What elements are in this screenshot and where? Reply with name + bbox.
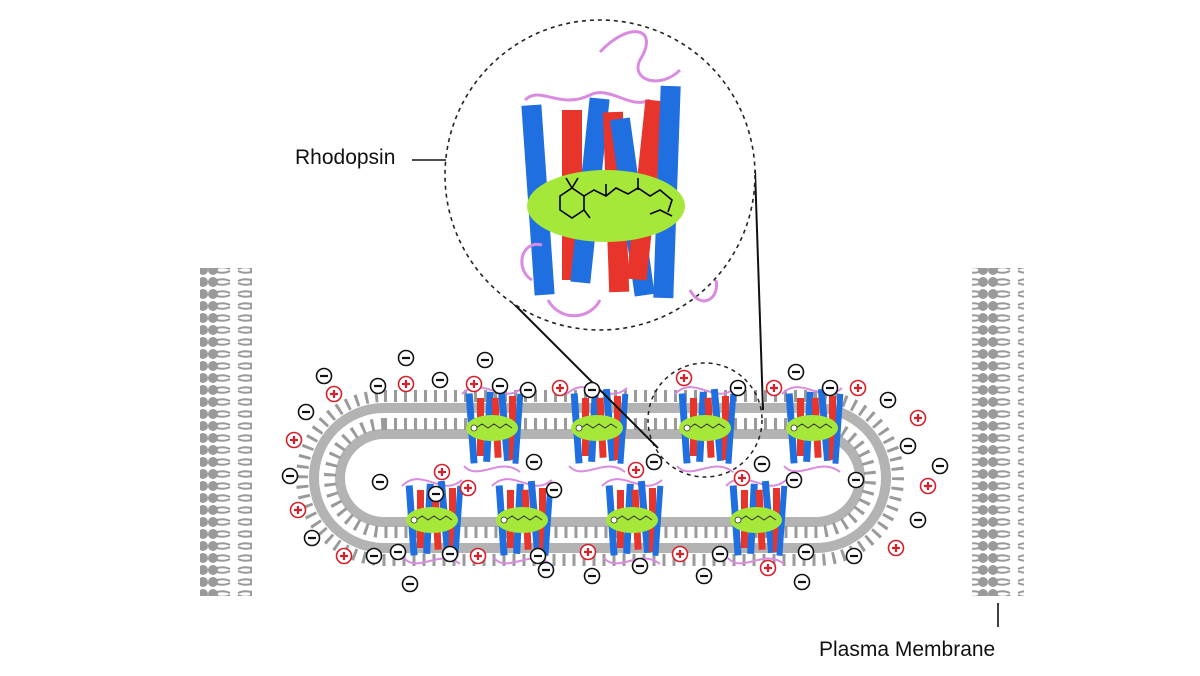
retinal-pocket	[527, 170, 685, 242]
negative-charge-icon	[476, 351, 494, 369]
negative-charge-icon	[583, 567, 601, 585]
positive-charge-icon	[765, 379, 783, 397]
positive-charge-icon	[579, 543, 597, 561]
rhodopsin-label: Rhodopsin	[295, 146, 396, 169]
negative-charge-icon	[389, 543, 407, 561]
negative-charge-icon	[879, 391, 897, 409]
zoom-selection-circle	[647, 362, 763, 478]
negative-charge-icon	[847, 471, 865, 489]
negative-charge-icon	[711, 545, 729, 563]
negative-charge-icon	[821, 379, 839, 397]
positive-charge-icon	[671, 545, 689, 563]
negative-charge-icon	[787, 363, 805, 381]
positive-charge-icon	[469, 547, 487, 565]
positive-charge-icon	[335, 547, 353, 565]
rhodopsin-small	[566, 386, 630, 473]
negative-charge-icon	[519, 381, 537, 399]
negative-charge-icon	[431, 371, 449, 389]
rhodopsin-small	[781, 386, 845, 473]
negative-charge-icon	[545, 481, 563, 499]
negative-charge-icon	[909, 511, 927, 529]
positive-charge-icon	[733, 469, 751, 487]
negative-charge-icon	[695, 567, 713, 585]
negative-charge-icon	[303, 529, 321, 547]
negative-charge-icon	[529, 547, 547, 565]
negative-charge-icon	[365, 547, 383, 565]
negative-charge-icon	[297, 403, 315, 421]
negative-charge-icon	[537, 561, 555, 579]
negative-charge-icon	[753, 455, 771, 473]
negative-charge-icon	[525, 453, 543, 471]
negative-charge-icon	[583, 381, 601, 399]
positive-charge-icon	[459, 479, 477, 497]
positive-charge-icon	[289, 501, 307, 519]
positive-charge-icon	[627, 461, 645, 479]
rhodopsin-small	[674, 386, 738, 473]
plasma-membrane-right	[972, 268, 1024, 596]
negative-charge-icon	[729, 379, 747, 397]
positive-charge-icon	[433, 463, 451, 481]
positive-charge-icon	[551, 379, 569, 397]
rhodopsin-small	[461, 386, 525, 473]
negative-charge-icon	[397, 349, 415, 367]
plasma-membrane-left	[200, 268, 252, 596]
negative-charge-icon	[491, 377, 509, 395]
negative-charge-icon	[315, 367, 333, 385]
positive-charge-icon	[849, 379, 867, 397]
negative-charge-icon	[845, 547, 863, 565]
positive-charge-icon	[675, 369, 693, 387]
plasma-membrane-label: Plasma Membrane	[819, 638, 996, 661]
negative-charge-icon	[785, 471, 803, 489]
negative-charge-icon	[369, 377, 387, 395]
negative-charge-icon	[797, 543, 815, 561]
negative-charge-icon	[371, 473, 389, 491]
negative-charge-icon	[645, 453, 663, 471]
negative-charge-icon	[427, 485, 445, 503]
positive-charge-icon	[465, 375, 483, 393]
negative-charge-icon	[281, 467, 299, 485]
negative-charge-icon	[899, 437, 917, 455]
positive-charge-icon	[759, 559, 777, 577]
zoom-connector-left	[511, 301, 659, 449]
negative-charge-icon	[401, 575, 419, 593]
positive-charge-icon	[325, 385, 343, 403]
negative-charge-icon	[631, 557, 649, 575]
negative-charge-icon	[793, 573, 811, 591]
positive-charge-icon	[909, 409, 927, 427]
positive-charge-icon	[919, 477, 937, 495]
positive-charge-icon	[397, 375, 415, 393]
positive-charge-icon	[887, 539, 905, 557]
magnified-view	[444, 19, 756, 331]
rhodopsin-large	[520, 30, 718, 318]
zoom-connector-right	[754, 169, 764, 411]
positive-charge-icon	[285, 431, 303, 449]
negative-charge-icon	[441, 545, 459, 563]
negative-charge-icon	[931, 457, 949, 475]
